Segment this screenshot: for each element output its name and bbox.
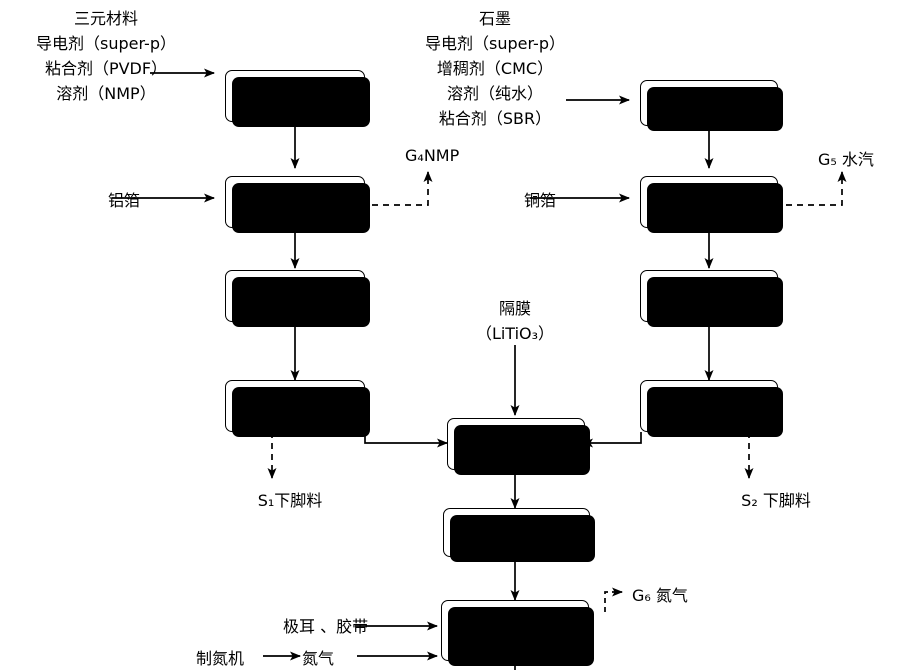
process-anode-coating[interactable]: 涂布干燥 [640, 176, 783, 233]
process-cathode-pressing[interactable]: 正极压片 [225, 270, 370, 327]
separator-name: 隔膜 [498, 299, 531, 318]
g4-nmp-label: G₄NMP [405, 146, 460, 165]
anode-feed-line-5: 粘合剂（SBR） [438, 109, 552, 128]
cathode-feed-line-3: 粘合剂（PVDF） [44, 59, 168, 78]
cathode-feed-line-1: 三元材料 [73, 9, 138, 28]
wire-cathode-slitting-to-stacking [364, 432, 448, 448]
process-tab-welding[interactable]: 焊接极耳 [441, 600, 594, 666]
s2-scrap-label: S₂ 下脚料 [741, 491, 811, 510]
anode-feed-label: 石墨 导电剂（super-p） 增稠剂（CMC） 溶剂（纯水） 粘合剂（SBR） [395, 6, 595, 131]
process-cathode-slitting[interactable]: 正极分切 [225, 380, 370, 437]
copper-foil-label: 铜箔 [524, 191, 557, 210]
process-anode-slitting[interactable]: 负极分切 [640, 380, 783, 437]
anode-feed-line-2: 导电剂（super-p） [425, 34, 565, 53]
wire-g5-vapor-vent [786, 171, 847, 206]
process-cathode-coating[interactable]: 涂布干燥 [225, 176, 370, 233]
process-anode-pressing[interactable]: 负极压片 [640, 270, 783, 327]
cathode-feed-label: 三元材料 导电剂（super-p） 粘合剂（PVDF） 溶剂（NMP） [6, 6, 206, 106]
separator-formula: （LiTiO₃） [475, 324, 555, 343]
process-stacking[interactable]: 极片叠片 [447, 418, 590, 475]
anode-feed-line-1: 石墨 [478, 9, 511, 28]
process-cathode-mixing[interactable]: 正极混料 [225, 70, 370, 127]
wire-g4-nmp-vent [372, 171, 433, 206]
g6-nitrogen-label: G₆ 氮气 [632, 586, 688, 605]
process-cell-assembly[interactable]: 电芯制作组装 [443, 508, 595, 562]
wire-g6-nitrogen-vent [604, 587, 623, 612]
g5-vapor-label: G₅ 水汽 [818, 150, 874, 169]
anode-feed-line-3: 增稠剂（CMC） [436, 59, 554, 78]
cathode-feed-line-2: 导电剂（super-p） [36, 34, 176, 53]
tabs-tape-label: 极耳 、胶带 [283, 617, 369, 636]
s1-scrap-label: S₁下脚料 [257, 491, 323, 510]
nitrogen-generator-label: 制氮机 [196, 649, 245, 668]
separator-label: 隔膜 （LiTiO₃） [465, 296, 565, 346]
nitrogen-gas-label: 氮气 [302, 649, 335, 668]
aluminum-foil-label: 铝箔 [108, 191, 141, 210]
cathode-feed-line-4: 溶剂（NMP） [56, 84, 156, 103]
anode-feed-line-4: 溶剂（纯水） [446, 84, 543, 103]
wire-anode-slitting-to-stacking [582, 432, 642, 448]
process-anode-mixing[interactable]: 负极混料 [640, 80, 783, 131]
